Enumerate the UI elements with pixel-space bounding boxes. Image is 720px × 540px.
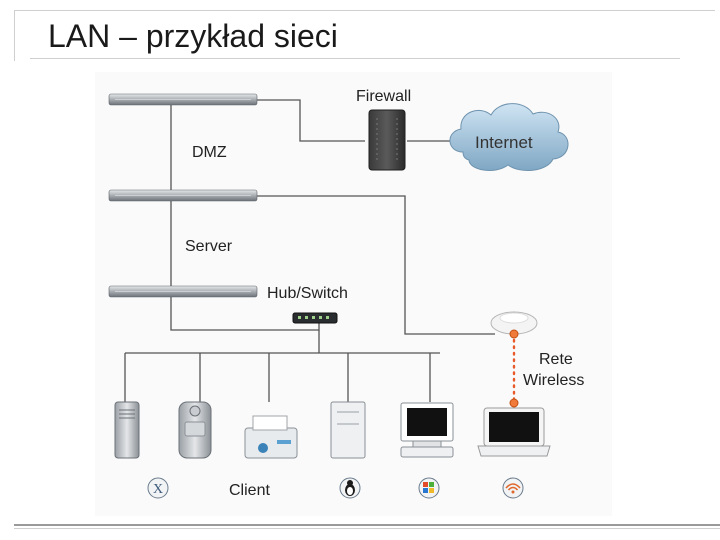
server-to-router-line [255,195,495,335]
svg-text:X: X [153,482,163,497]
wireless-icon [502,477,524,499]
linux-tux-icon [339,477,361,499]
firewall-device [368,109,406,171]
middle-server-rack [108,189,258,202]
hub-switch-device [292,312,338,324]
printer-device [244,415,298,459]
footer-rule-light [14,528,720,529]
dmz-server-rack [108,93,258,106]
server-rack [108,285,258,298]
windows-icon [418,477,440,499]
firewall-label: Firewall [356,88,411,105]
wireless-base-station [490,311,538,408]
hub-switch-label: Hub/Switch [267,285,348,302]
dmz-to-firewall-line [255,99,365,142]
connection-lines [124,99,495,402]
pc-tower [330,401,366,459]
client-label: Client [229,482,270,499]
power-mac-tower [178,401,212,459]
crt-monitor [400,402,454,458]
laptop [477,407,551,457]
title-divider [30,58,680,59]
mac-pro-tower [114,401,140,459]
slide-frame [14,10,715,61]
internet-label: Internet [475,133,533,152]
server-label: Server [185,238,233,255]
wireless-label-line2: Wireless [523,372,584,389]
network-diagram: X Firewall Internet DMZ Server Hub/Switc… [108,88,584,499]
dmz-label: DMZ [192,144,227,161]
mac-os-x-icon: X [147,477,169,499]
wireless-label-line1: Rete [539,351,573,368]
internet-cloud [449,103,569,171]
slide-title: LAN – przykład sieci [48,18,338,54]
backbone-line [170,100,320,331]
footer-rule [14,524,720,526]
